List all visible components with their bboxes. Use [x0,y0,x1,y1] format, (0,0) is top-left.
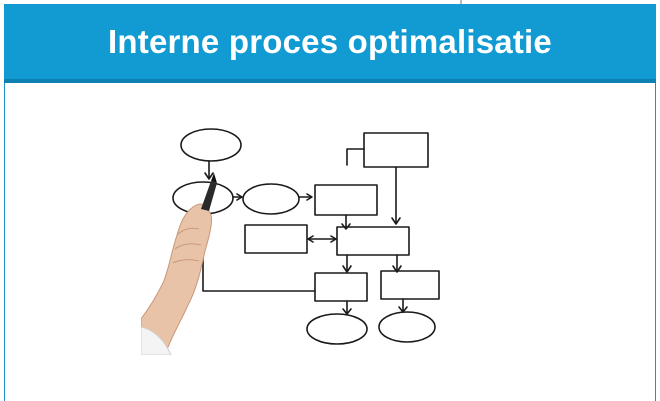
slide-content [4,83,656,401]
slide-header: Interne proces optimalisatie [4,4,656,83]
top-edge-mark [460,0,462,4]
slide-title: Interne proces optimalisatie [108,22,552,60]
flowchart-hand-drawing-icon [141,128,440,355]
